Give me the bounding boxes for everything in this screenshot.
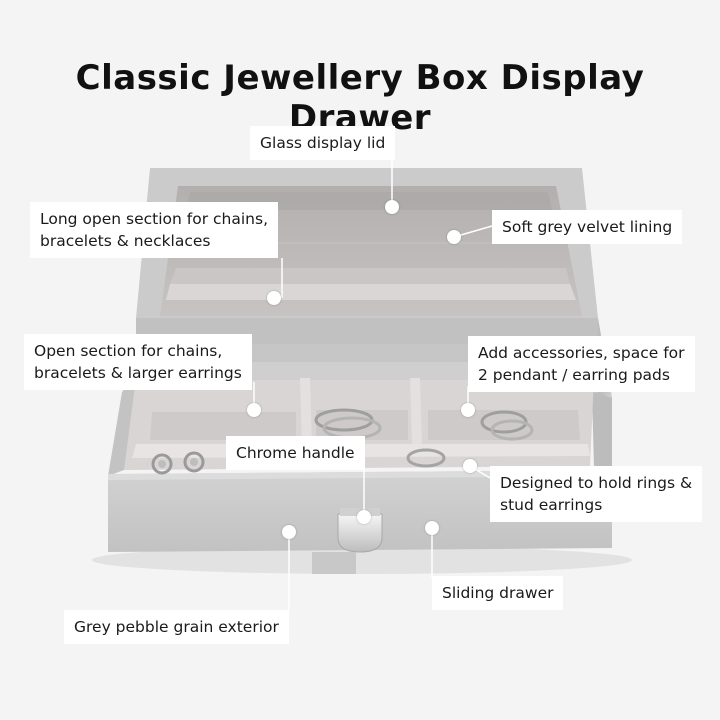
callout-sliding-drawer: Sliding drawer [432,576,564,610]
rings-studs-marker [463,459,477,473]
callout-text: Glass display lid [260,134,386,152]
accessories-marker [461,403,475,417]
callout-accessories: Add accessories, space for 2 pendant / e… [468,336,695,392]
callout-glass-lid: Glass display lid [250,126,396,160]
callout-text: Add accessories, space for [478,344,685,362]
sliding-drawer-marker [425,521,439,535]
callout-rings-studs: Designed to hold rings & stud earrings [490,466,703,522]
chrome-handle-marker [357,510,371,524]
ring-front-row [406,448,446,468]
callout-text: Grey pebble grain exterior [74,618,279,636]
callout-text: bracelets & necklaces [40,232,211,250]
exterior-marker [282,525,296,539]
callout-text: Sliding drawer [442,584,554,602]
box-foot [312,552,356,574]
callout-text: Chrome handle [236,444,355,462]
glass-lid-marker [385,200,399,214]
callout-chrome-handle: Chrome handle [226,436,365,470]
box-shadow [92,546,632,574]
rings-right [480,410,534,441]
callout-velvet-lining: Soft grey velvet lining [492,210,683,244]
callout-open-section: Open section for chains, bracelets & lar… [24,334,252,390]
callout-exterior: Grey pebble grain exterior [64,610,289,644]
callout-text: 2 pendant / earring pads [478,366,670,384]
long-section-marker [267,291,281,305]
callout-text: Soft grey velvet lining [502,218,673,236]
callout-text: stud earrings [500,496,603,514]
callout-text: Designed to hold rings & [500,474,693,492]
page-title: Classic Jewellery Box Display Drawer [75,58,645,138]
leader-lines [253,156,493,610]
callout-text: bracelets & larger earrings [34,364,242,382]
long-section-velvet [166,284,576,300]
callout-long-section: Long open section for chains, bracelets … [30,202,279,258]
velvet-lining-marker [447,230,461,244]
callout-text: Long open section for chains, [40,210,269,228]
callout-text: Open section for chains, [34,342,223,360]
stud-earrings [151,451,205,475]
open-section-marker [247,403,261,417]
